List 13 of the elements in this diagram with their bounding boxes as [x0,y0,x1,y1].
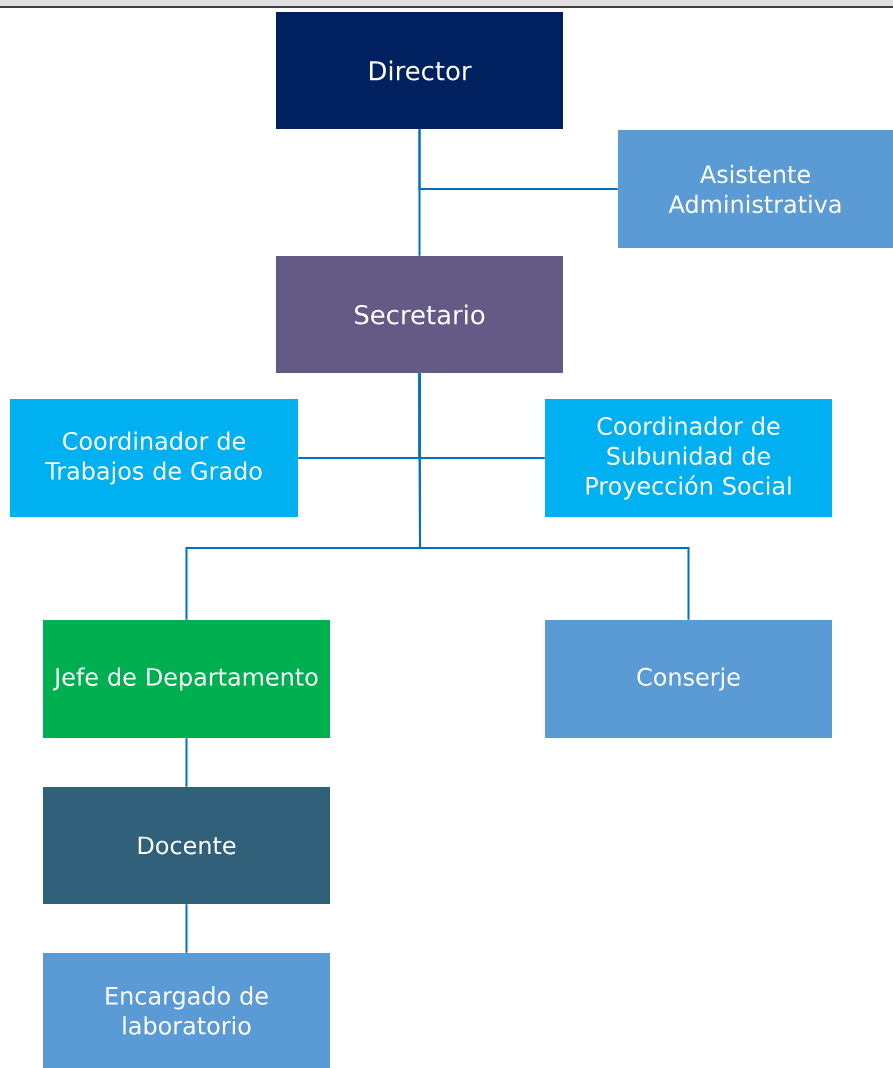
org-box: Coordinador de Subunidad de Proyección Social [545,399,832,517]
connector-line [185,737,188,788]
org-box: Encargado de laboratorio [43,953,330,1068]
connector-line [418,128,421,257]
org-box: Conserje [545,620,832,738]
connector-line [185,903,188,954]
connector-line [418,372,690,621]
org-box: Coordinador de Trabajos de Grado [10,399,298,517]
org-box: Secretario [276,256,563,373]
org-box: Jefe de Departamento [43,620,330,738]
org-box: Director [276,12,563,129]
org-box: Docente [43,787,330,904]
org-box: Asistente Administrativa [618,130,893,248]
